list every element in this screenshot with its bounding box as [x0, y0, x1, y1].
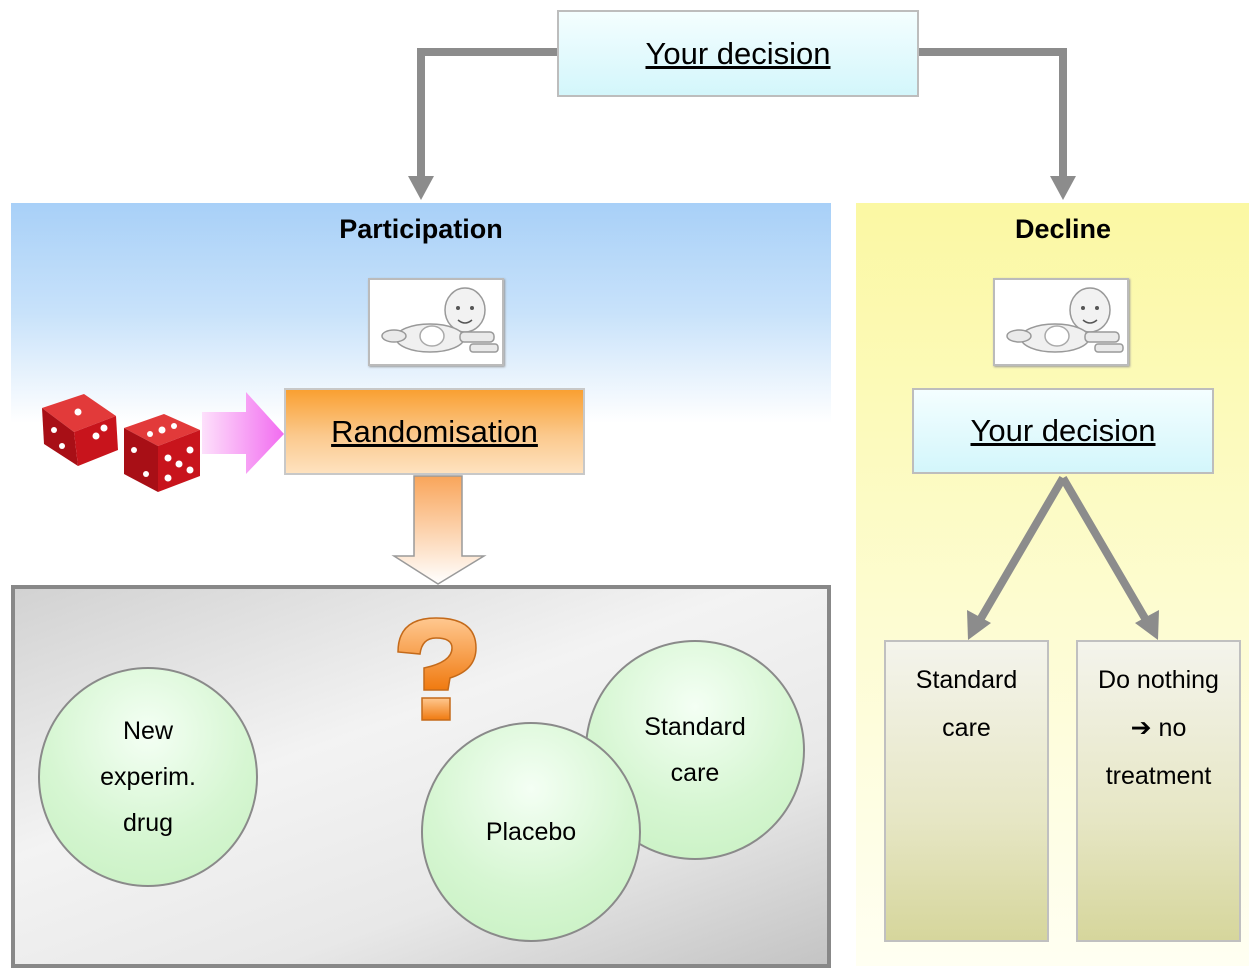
baby-icon	[993, 278, 1129, 366]
die-left	[42, 394, 118, 466]
dice-icon	[42, 394, 200, 492]
option-standard-care-label: Standard care	[915, 666, 1018, 742]
arrow-to-standard-care	[976, 475, 1067, 623]
arrowhead-decline	[1050, 176, 1076, 200]
arrowhead-participation	[408, 176, 434, 200]
die-right	[124, 414, 200, 492]
randomisation-label: Randomisation	[331, 413, 538, 449]
decline-title: Decline	[1014, 214, 1112, 244]
pink-arrow-icon	[202, 392, 284, 474]
randomisation-box: Randomisation	[284, 388, 585, 475]
arrow-to-decline	[919, 48, 1067, 180]
arm-new-drug-circle: New experim. drug	[38, 667, 258, 887]
arrowhead-standard-care	[967, 610, 991, 640]
down-arrow-icon	[391, 475, 487, 585]
arrow-to-participation	[417, 48, 557, 180]
top-decision-label: Your decision	[645, 35, 831, 71]
option-do-nothing-label: Do nothing ➔ no treatment	[1098, 666, 1219, 790]
option-standard-care: Standard care	[884, 640, 1049, 942]
baby-icon	[368, 278, 504, 366]
top-decision-box: Your decision	[557, 10, 919, 97]
arrow-to-do-nothing	[1059, 475, 1150, 623]
arm-standard-care-label: Standard care	[644, 713, 746, 787]
decline-decision-label: Your decision	[970, 413, 1156, 448]
arm-new-drug-label: New experim. drug	[100, 717, 196, 837]
decline-decision-box: Your decision	[912, 388, 1214, 474]
arm-placebo-label: Placebo	[485, 818, 577, 846]
option-do-nothing: Do nothing ➔ no treatment	[1076, 640, 1241, 942]
arrowhead-do-nothing	[1135, 610, 1159, 640]
arm-placebo-circle: Placebo	[421, 722, 641, 942]
question-mark-icon	[397, 617, 477, 721]
participation-title: Participation	[339, 214, 503, 244]
